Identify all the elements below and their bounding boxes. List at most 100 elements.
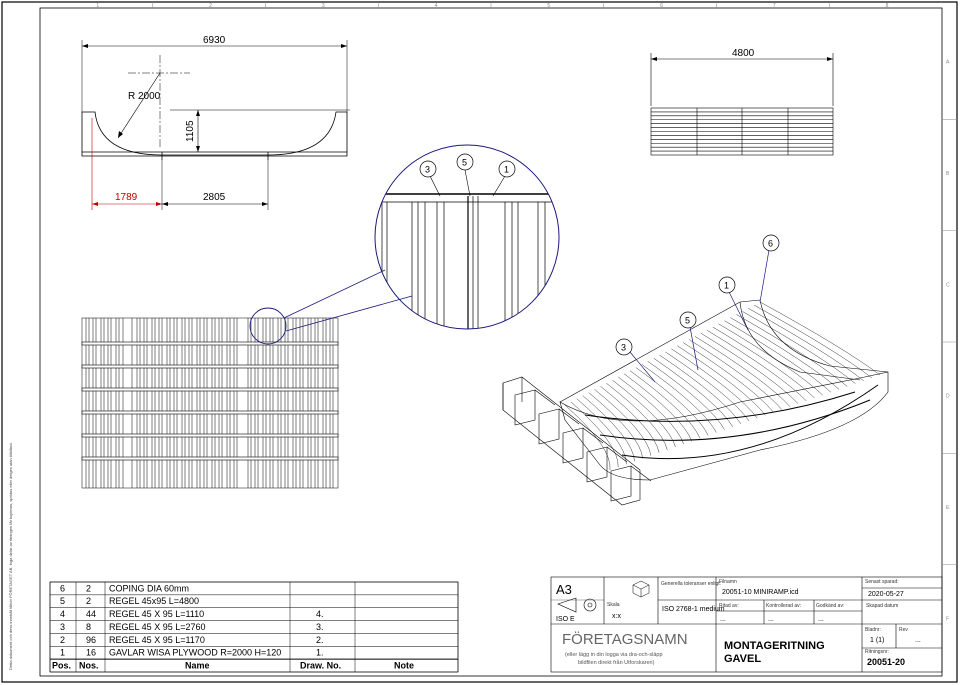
iso-slat xyxy=(736,314,848,387)
iso-slat xyxy=(564,404,611,471)
company-name: FÖRETAGSNAMN xyxy=(562,630,688,648)
iso-slat xyxy=(600,386,660,453)
iso-slat xyxy=(588,392,643,459)
iso-slat xyxy=(618,376,684,445)
iso-box-edge xyxy=(534,389,556,406)
border-label-top: 6 xyxy=(660,3,663,9)
iso-slat xyxy=(635,367,709,436)
rev-value: ... xyxy=(915,637,921,644)
bom-pos: 6 xyxy=(60,583,65,593)
iso-slat xyxy=(706,329,807,402)
profile-arrowheads xyxy=(82,44,347,206)
detail-leader-2 xyxy=(285,295,413,332)
drawing-title-line2: GAVEL xyxy=(724,653,761,665)
arrow-left xyxy=(651,57,657,61)
border-label-right: F xyxy=(946,616,949,622)
bom-header-note: Note xyxy=(394,661,414,671)
iso-box xyxy=(610,465,632,502)
filename-value: 20051-10 MINIRAMP.icd xyxy=(722,589,799,596)
side-note: Detta dokument och dess innehåll tillhör… xyxy=(8,442,13,670)
saved-value: 2020-05-27 xyxy=(868,591,904,598)
iso-slat xyxy=(612,379,676,448)
bom-nos: 44 xyxy=(86,609,96,619)
filename-label: Filnamn xyxy=(719,579,737,585)
iso-slat xyxy=(659,354,742,425)
iso-slat xyxy=(700,333,799,404)
bom-nos: 16 xyxy=(86,648,96,658)
callout-number: 5 xyxy=(685,316,690,326)
detail-leader-1 xyxy=(283,269,386,319)
iso-label: ISO E xyxy=(556,616,575,623)
drawn-by-value: ... xyxy=(720,616,726,623)
iso-rail xyxy=(599,399,871,441)
callout-bubble xyxy=(615,338,633,356)
title-block xyxy=(550,576,943,673)
plan-view-rails xyxy=(81,341,339,461)
border-label-right: E xyxy=(946,505,950,511)
sheet-no-value: 1 (1) xyxy=(870,637,884,644)
iso-slat xyxy=(683,342,774,413)
iso-slat xyxy=(677,345,766,416)
iso-box xyxy=(538,408,560,445)
detail-marker xyxy=(249,307,287,345)
bom-nos: 96 xyxy=(86,635,96,645)
callout-number: 3 xyxy=(425,165,430,175)
iso-slat xyxy=(759,301,881,376)
dim-left-offset: 1789 xyxy=(115,192,138,203)
checked-by-value: ... xyxy=(768,616,774,623)
bom-nos: 8 xyxy=(86,622,91,632)
callout-bubble xyxy=(419,160,437,178)
scale-value: x:x xyxy=(612,613,621,620)
radius-label: R 2000 xyxy=(128,91,161,102)
callout-bubble xyxy=(498,160,516,178)
iso-slat xyxy=(647,361,725,430)
border-label-right: A xyxy=(946,60,950,66)
border-label-right: B xyxy=(946,171,950,177)
iso-slat xyxy=(748,308,864,381)
dim-right-offset: 2805 xyxy=(203,192,226,203)
bom-nos: 2 xyxy=(86,583,91,593)
iso-box-edge xyxy=(558,408,580,425)
drawing-no-label: Ritningsnr: xyxy=(865,649,889,655)
bom-draw-no: 1. xyxy=(316,648,324,658)
plan-rail xyxy=(81,364,339,369)
bom-draw-no: 4. xyxy=(316,609,324,619)
drawing-title-line1: MONTAGERITNING xyxy=(724,640,825,652)
iso-slat xyxy=(688,339,782,410)
bom-pos: 1 xyxy=(60,648,65,658)
iso-rail xyxy=(584,391,856,422)
bom-header-name: Name xyxy=(185,661,210,671)
iso-callout-lines xyxy=(629,249,770,383)
iso-slat xyxy=(712,326,815,399)
iso-slat xyxy=(730,317,840,390)
bom-pos: 3 xyxy=(60,622,65,632)
checked-by-label: Kontrollerad av: xyxy=(766,603,801,609)
plan-rail xyxy=(81,387,339,392)
company-hint-1: (eller lägg in din logga via dra-och-slä… xyxy=(565,652,663,658)
border-ticks xyxy=(152,2,957,565)
iso-view xyxy=(502,299,889,506)
detail-view-border xyxy=(374,144,560,330)
iso-slat xyxy=(623,373,693,442)
detail-callout-lines xyxy=(429,169,506,197)
iso-slat xyxy=(742,311,856,384)
iso-box-edge xyxy=(606,446,628,463)
iso-slat xyxy=(570,401,619,468)
saved-label: Senast sparad: xyxy=(865,579,899,585)
border-label-top: 1 xyxy=(96,3,99,9)
callout-number: 5 xyxy=(462,158,467,168)
approved-by-label: Godkänd av: xyxy=(816,603,844,609)
plan-view xyxy=(81,317,339,489)
iso-box xyxy=(562,427,584,464)
iso-slat xyxy=(629,370,701,439)
bom-name: REGEL 45 X 95 L=2760 xyxy=(109,622,206,632)
callout-bubble xyxy=(679,311,697,329)
tolerance-label: Generella toleranser enligt: xyxy=(661,581,721,587)
sheet-no-label: Bladnr: xyxy=(865,627,881,633)
approved-by-value: ... xyxy=(818,616,824,623)
border-label-top: 3 xyxy=(322,3,325,9)
bom-name: GAVLAR WISA PLYWOOD R=2000 H=120 xyxy=(109,648,281,658)
border-label-top: 7 xyxy=(773,3,776,9)
